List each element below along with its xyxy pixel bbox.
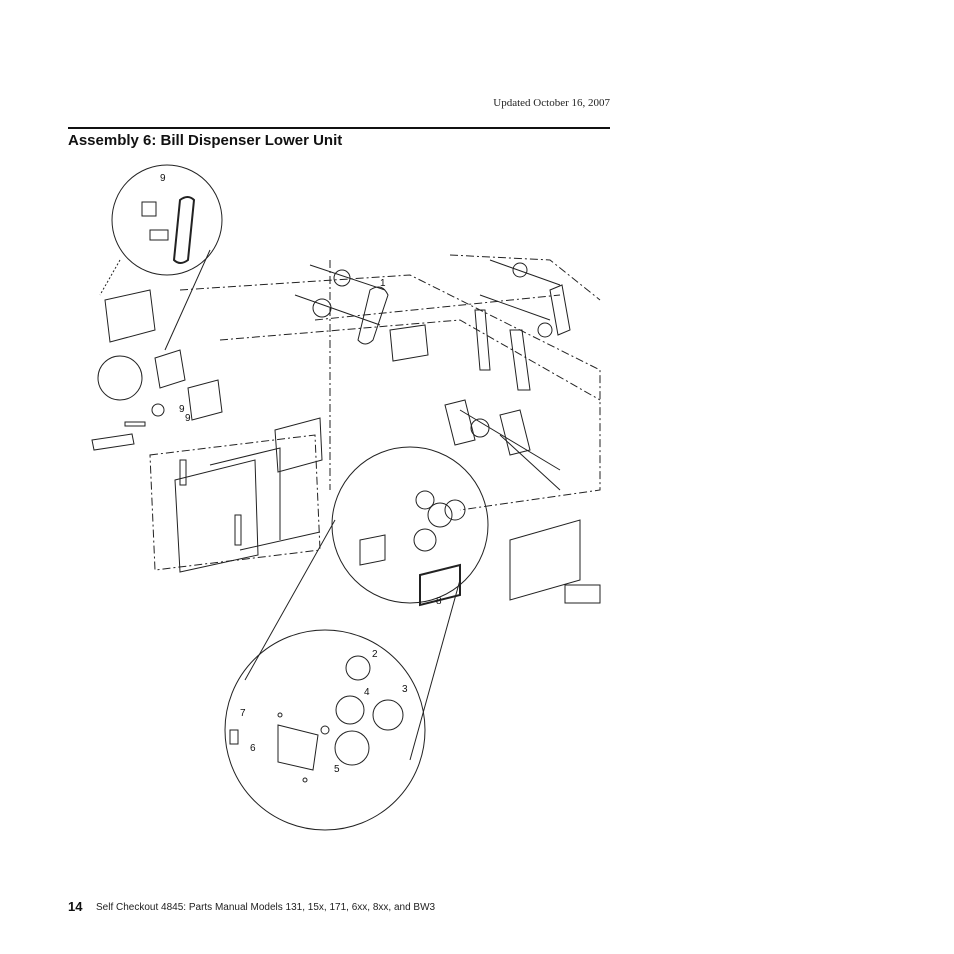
callout-2: 2 bbox=[372, 649, 378, 660]
exploded-parts-diagram: 9 1 9 9 8 2 3 4 5 6 7 bbox=[80, 160, 620, 840]
footer-text: Self Checkout 4845: Parts Manual Models … bbox=[96, 902, 436, 913]
diagram-svg: 9 1 9 9 8 2 3 4 5 6 7 bbox=[91, 164, 601, 831]
callout-9-left-b: 9 bbox=[185, 413, 191, 424]
callout-3: 3 bbox=[402, 684, 408, 695]
detail-circle-gears bbox=[331, 446, 489, 604]
updated-date: Updated October 16, 2007 bbox=[493, 97, 610, 109]
callout-9-top: 9 bbox=[160, 173, 166, 184]
callout-4: 4 bbox=[364, 687, 370, 698]
detail-circle-lower bbox=[224, 629, 426, 831]
callout-8: 8 bbox=[436, 596, 442, 607]
callout-7: 7 bbox=[240, 708, 246, 719]
callout-5: 5 bbox=[334, 764, 340, 775]
callout-6: 6 bbox=[250, 743, 256, 754]
detail-circle-motor bbox=[97, 355, 143, 401]
callout-9-left-a: 9 bbox=[179, 404, 185, 415]
callout-1: 1 bbox=[380, 278, 386, 289]
page-number: 14 bbox=[68, 899, 83, 914]
header-rule bbox=[68, 127, 610, 129]
detail-circle-belt bbox=[111, 164, 223, 276]
section-title: Assembly 6: Bill Dispenser Lower Unit bbox=[68, 132, 343, 149]
